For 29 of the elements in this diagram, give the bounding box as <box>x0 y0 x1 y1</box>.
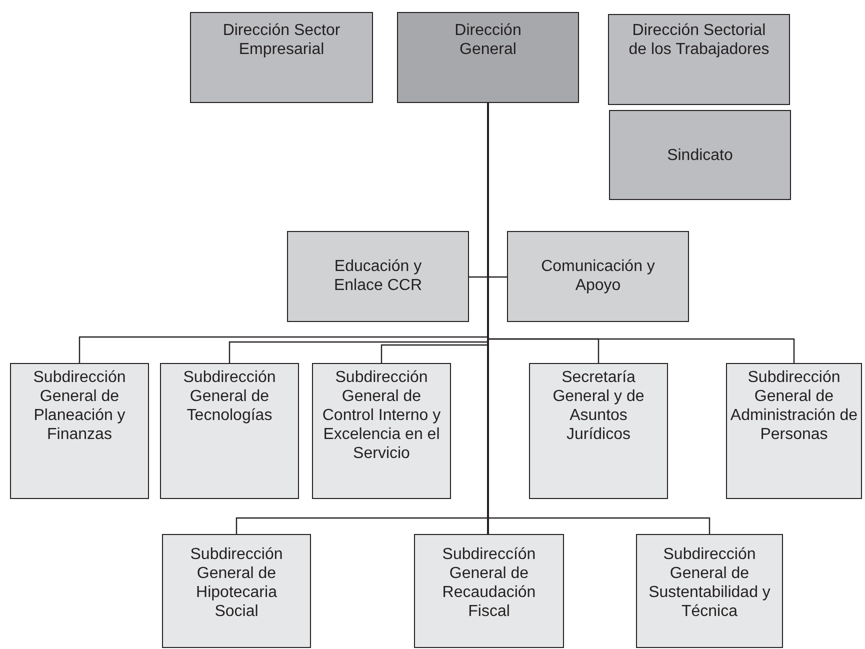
unit-name: Dirección Sector Empresarial <box>222 21 342 59</box>
unit-name: Dirección General <box>454 21 522 59</box>
org-box <box>190 12 373 103</box>
connector-line <box>487 103 489 534</box>
org-box <box>10 363 149 499</box>
unit-name: Subdireccíón General de Recaudación Fiscal <box>441 545 537 621</box>
unit-name: Subdirección General de Control Interno y Excelencia en el Servicio <box>321 368 442 463</box>
org-box <box>609 110 791 200</box>
unit-name: Subdirección General de Tecnologías <box>182 368 277 425</box>
unit-name: Subdirección General de Hipotecaria Social <box>189 545 284 621</box>
unit-name: Subdirección General de Sustentabilidad y Técnica <box>648 545 772 621</box>
org-box <box>608 14 790 105</box>
org-box <box>160 363 299 499</box>
org-box <box>162 534 311 648</box>
org-box <box>287 231 469 322</box>
unit-name: Dirección Sectorial de los Trabajadores <box>628 21 770 59</box>
org-box <box>312 363 451 499</box>
org-box <box>414 534 564 648</box>
unit-name: Comunicación y Apoyo <box>540 257 656 295</box>
unit-name: Sindicato <box>666 146 734 165</box>
unit-name: Subdirección General de Administración de Personas <box>729 368 859 444</box>
unit-name: Subdirección General de Planeación y Finanzas <box>32 368 127 444</box>
org-box <box>397 12 579 103</box>
org-box <box>726 363 862 499</box>
org-box <box>529 363 668 499</box>
unit-name: Educación y Enlace CCR <box>332 257 424 295</box>
org-box <box>636 534 783 648</box>
unit-name: Secretaría General y de Asuntos Jurídicos <box>552 368 646 444</box>
org-box <box>507 231 689 322</box>
